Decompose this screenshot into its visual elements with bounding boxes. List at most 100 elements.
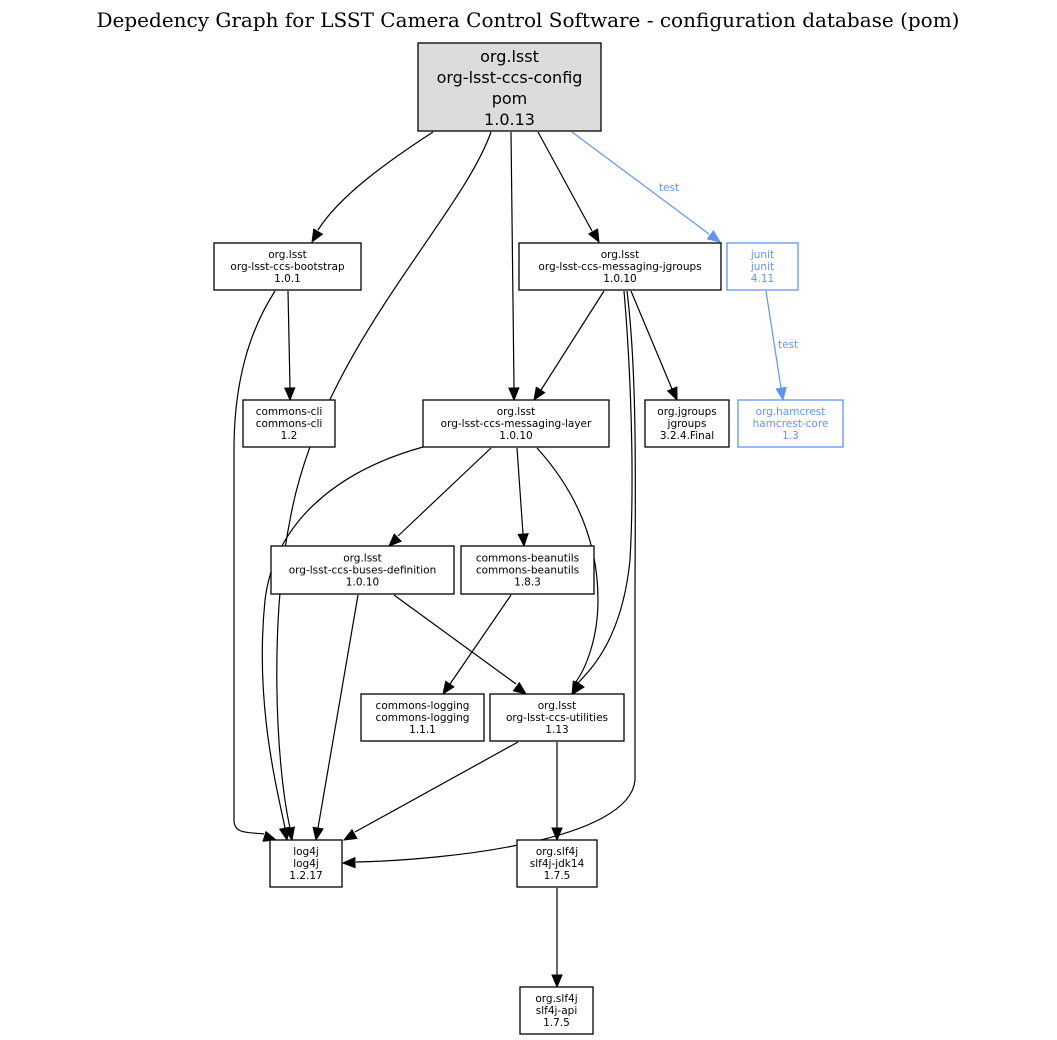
edge-line — [397, 447, 492, 537]
edge-line — [317, 131, 434, 231]
node-group-id: org.lsst — [480, 47, 539, 66]
node-msglayer[interactable]: org.lsstorg-lsst-ccs-messaging-layer1.0.… — [422, 399, 610, 448]
arrowhead-icon — [533, 386, 546, 402]
arrowhead-icon — [342, 828, 358, 841]
edge-msglayer-to-log4j — [261, 446, 424, 842]
node-box — [422, 399, 610, 448]
node-group-id: org.slf4j — [536, 846, 578, 858]
node-artifact-id: hamcrest-core — [753, 418, 829, 430]
edge-buses-to-utilities — [393, 594, 528, 695]
edge-msglayer-to-utilities — [536, 447, 599, 696]
edge-jgroupsmsg-to-utilities — [572, 290, 633, 696]
node-version: 1.7.5 — [544, 870, 571, 882]
edge-utilities-to-jdk14 — [551, 742, 563, 842]
node-version: 1.0.10 — [346, 577, 379, 589]
edge-line — [287, 290, 291, 389]
node-version: 1.7.5 — [543, 1017, 570, 1029]
edge-line — [261, 446, 424, 829]
node-group-id: commons-cli — [256, 406, 323, 418]
edge-utilities-to-log4j — [342, 741, 519, 841]
node-box — [360, 693, 485, 742]
edge-config-to-junit: test — [571, 131, 722, 243]
node-artifact-id: org-lsst-ccs-utilities — [506, 712, 608, 724]
node-box — [644, 399, 730, 448]
edge-config-to-msglayer — [508, 131, 520, 402]
arrowhead-icon — [278, 826, 291, 842]
node-artifact-id: org-lsst-ccs-buses-definition — [289, 565, 437, 577]
node-jgroupsmsg[interactable]: org.lsstorg-lsst-ccs-messaging-jgroups1.… — [518, 242, 722, 291]
node-packaging: pom — [492, 89, 528, 108]
node-artifact-id: commons-cli — [256, 418, 323, 430]
edge-line — [571, 131, 710, 235]
edge-line — [449, 594, 512, 685]
edge-line — [510, 131, 515, 389]
node-artifact-id: jgroups — [667, 418, 707, 430]
node-artifact-id: commons-logging — [376, 712, 470, 724]
edge-line — [516, 447, 524, 535]
arrowhead-icon — [551, 974, 563, 989]
node-artifact-id: org-lsst-ccs-messaging-layer — [441, 418, 592, 430]
arrowhead-icon — [775, 386, 787, 402]
edge-jgroupsmsg-to-log4j — [341, 290, 636, 869]
node-artifact-id: junit — [750, 261, 774, 273]
edge-line — [233, 290, 276, 835]
arrowhead-icon — [666, 386, 678, 402]
arrowhead-icon — [284, 387, 296, 402]
node-artifact-id: org-lsst-ccs-bootstrap — [230, 261, 345, 273]
edge-msglayer-to-beanutils — [516, 447, 529, 548]
edge-junit-to-hamcrest: test — [765, 290, 798, 402]
arrowhead-icon — [508, 387, 520, 402]
node-box — [518, 242, 722, 291]
node-box — [737, 399, 844, 448]
node-artifact-id: slf4j-jdk14 — [530, 858, 585, 870]
node-version: 1.0.10 — [499, 430, 532, 442]
arrowhead-icon — [312, 826, 324, 842]
node-version: 1.13 — [545, 724, 568, 736]
arrowhead-icon — [442, 680, 455, 696]
node-artifact-id: commons-beanutils — [476, 565, 579, 577]
node-box — [726, 242, 799, 291]
edge-jdk14-to-slf4japi — [551, 888, 563, 989]
node-version: 1.0.10 — [603, 273, 636, 285]
node-version: 1.0.1 — [274, 273, 301, 285]
edges-layer: test test — [233, 131, 798, 989]
node-version: 4.11 — [751, 273, 774, 285]
edge-line — [317, 594, 359, 829]
edge-line — [537, 131, 593, 232]
node-artifact-id: org-lsst-ccs-messaging-jgroups — [538, 261, 701, 273]
edge-line — [765, 290, 782, 389]
node-group-id: junit — [750, 249, 774, 261]
edge-line — [276, 131, 492, 829]
node-box — [242, 399, 336, 448]
node-version: 1.8.3 — [514, 577, 541, 589]
edge-bootstrap-to-cli — [284, 290, 296, 402]
arrowhead-icon — [341, 856, 356, 869]
edge-line — [540, 290, 605, 391]
edge-scope-label: test — [778, 339, 798, 351]
edge-buses-to-log4j — [312, 594, 359, 842]
arrowhead-icon — [517, 533, 529, 548]
node-version: 1.2.17 — [289, 870, 322, 882]
node-box — [213, 242, 362, 291]
edge-scope-label: test — [659, 182, 679, 194]
node-box — [516, 839, 598, 888]
node-box — [270, 545, 455, 595]
node-group-id: org.jgroups — [657, 406, 716, 418]
edge-msglayer-to-buses — [388, 447, 492, 547]
node-box — [489, 693, 625, 742]
edge-line — [354, 741, 519, 833]
node-buses[interactable]: org.lsstorg-lsst-ccs-buses-definition1.0… — [270, 545, 455, 595]
